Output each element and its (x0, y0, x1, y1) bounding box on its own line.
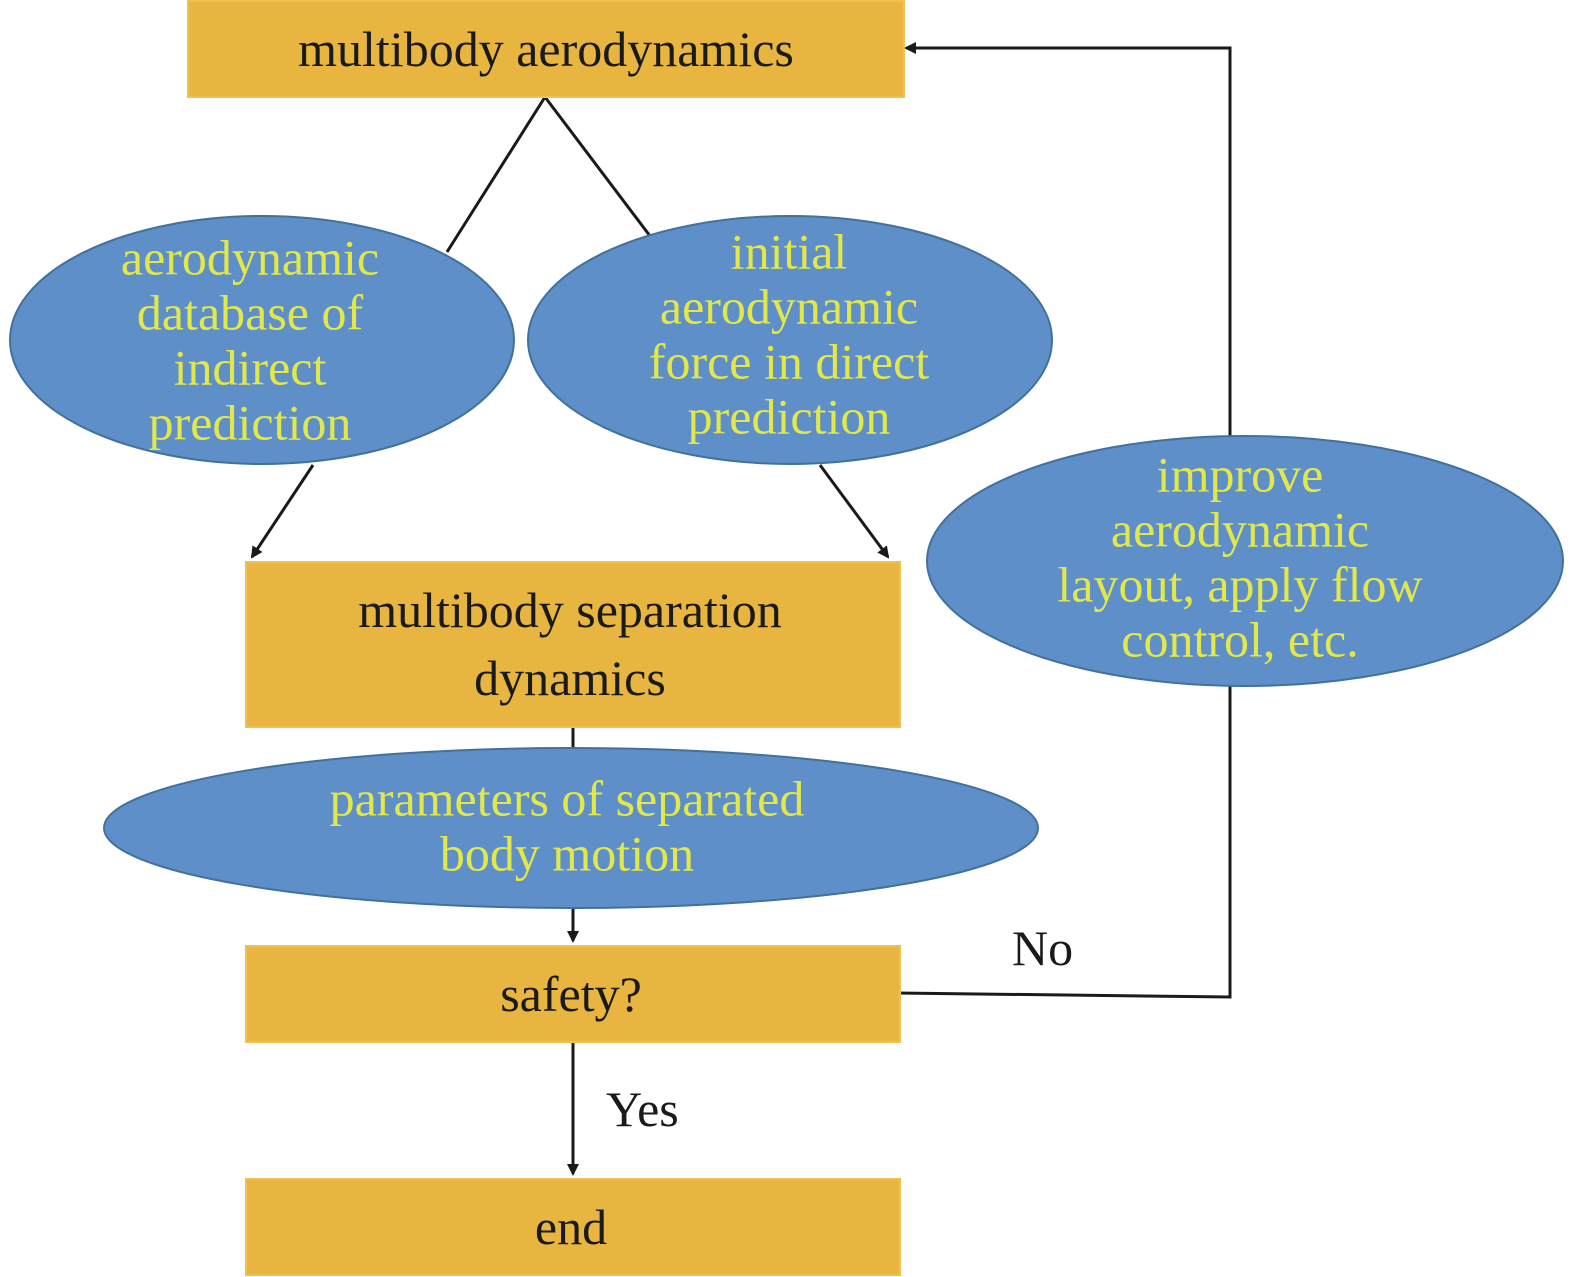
ellipse-shape (527, 215, 1053, 465)
ellipse-shape (926, 435, 1564, 687)
node-end: end (245, 1178, 901, 1276)
box-label: multibody separation dynamics (358, 582, 782, 706)
yes-label: Yes (606, 1081, 679, 1137)
box-shape (245, 1178, 901, 1276)
node-multibody-aerodynamics: multibody aerodynamics (187, 0, 905, 98)
ellipse-shape (9, 215, 515, 465)
ellipse-shape (103, 747, 1039, 909)
edge-safety-to-improve (896, 686, 1232, 999)
label-line: indirect (174, 340, 327, 396)
label-line: prediction (149, 395, 352, 451)
label-line: improve (1157, 447, 1324, 503)
box-shape (245, 945, 901, 1043)
edge-improve-to-aero (904, 42, 1232, 436)
label-line: database of (137, 285, 364, 341)
edge-aero-to-indirect (445, 96, 547, 253)
label-line: initial (731, 224, 848, 280)
label-line: safety? (500, 966, 642, 1022)
label-line: aerodynamic (121, 230, 379, 286)
box-label: safety? (500, 966, 642, 1022)
node-safety: safety? (245, 945, 901, 1043)
no-label: No (1012, 920, 1073, 976)
edge-direct-to-separation (818, 464, 890, 559)
edge-indirect-to-separation (250, 464, 315, 559)
box-label: multibody aerodynamics (298, 21, 794, 77)
label-line: parameters of separated (330, 771, 805, 827)
label-line: control, etc. (1121, 612, 1358, 668)
edges (250, 42, 1232, 1176)
label-line: multibody separation (358, 582, 782, 638)
edge-aero-to-direct (543, 96, 652, 237)
label-line: prediction (688, 389, 891, 445)
box-shape (245, 561, 901, 728)
label-line: force in direct (649, 334, 930, 390)
box-label: end (535, 1199, 607, 1255)
label-line: body motion (440, 826, 694, 882)
label-line: multibody aerodynamics (298, 21, 794, 77)
label-line: aerodynamic (1111, 502, 1369, 558)
label-line: aerodynamic (660, 279, 918, 335)
node-multibody-separation-dynamics: multibody separation dynamics (245, 561, 901, 728)
box-shape (187, 0, 905, 98)
label-line: end (535, 1199, 607, 1255)
label-line: layout, apply flow (1057, 557, 1422, 613)
label-line: dynamics (474, 650, 666, 706)
